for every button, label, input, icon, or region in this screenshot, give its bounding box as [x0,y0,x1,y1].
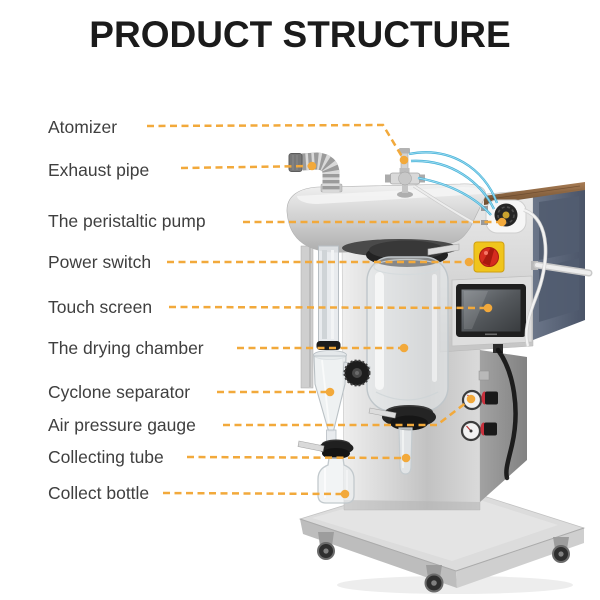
collecting-tube [398,427,413,475]
touch-screen [451,275,533,347]
part-label-collect-bottle: Collect bottle [48,483,150,503]
part-label-the-peristaltic-pump: The peristaltic pump [48,211,206,231]
page-title: PRODUCT STRUCTURE [89,14,511,55]
power-switch [473,241,505,273]
exhaust-pipe [288,152,343,193]
blue-silicone-tubes [408,151,499,216]
pressure-gauge-bottom [460,420,497,442]
part-label-the-drying-chamber: The drying chamber [48,338,204,358]
exhaust-pipe-cap [288,153,303,172]
caster-wheel-left [317,532,335,560]
part-label-air-pressure-gauge: Air pressure gauge [48,415,196,435]
caster-wheel-right [552,537,570,563]
feed-tubes [408,151,548,347]
collect-bottle-assembly [297,439,355,504]
air-pressure-gauges [460,370,498,442]
cyclone-clamp-knob [343,359,371,387]
part-label-atomizer: Atomizer [48,117,118,137]
part-label-collecting-tube: Collecting tube [48,447,164,467]
part-label-cyclone-separator: Cyclone separator [48,382,191,402]
caster-wheel-front [424,565,444,593]
frame-pole [300,245,314,389]
peristaltic-pump [481,199,527,234]
power-cable [493,344,518,481]
part-label-exhaust-pipe: Exhaust pipe [48,160,150,180]
bottle-clamp [297,439,354,459]
condenser-column [316,245,341,350]
part-label-touch-screen: Touch screen [48,297,153,317]
part-label-power-switch: Power switch [48,252,152,272]
